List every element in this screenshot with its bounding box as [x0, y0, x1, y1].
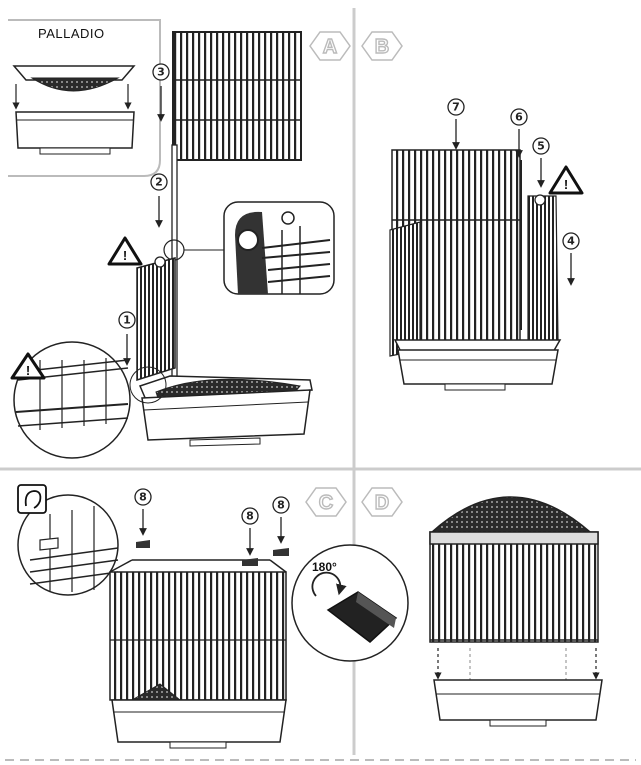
rotate-clip-detail: 180° [291, 544, 409, 662]
panel-a-label: A [323, 36, 337, 58]
panel-b: B 7 6 5 4 ! [361, 31, 584, 391]
warning-icon: ! [548, 165, 584, 195]
listen-click-detail [17, 484, 119, 596]
svg-text:!: ! [26, 363, 30, 378]
panel-c: C 8 8 [17, 484, 347, 749]
clip-detail-zoom [223, 201, 335, 295]
palladio-inset: PALLADIO [8, 19, 161, 177]
panel-d: D 180° [291, 487, 603, 727]
svg-text:!: ! [123, 248, 127, 263]
panel-d-label: D [375, 492, 389, 514]
step-1-label: 1 [123, 314, 131, 327]
panel-c-label: C [319, 492, 333, 514]
warning-icon: ! [107, 236, 143, 266]
step-4-label: 4 [567, 235, 575, 248]
step-2-label: 2 [155, 176, 163, 189]
panel-a: PALLADIO 3 2 [8, 19, 351, 459]
svg-text:!: ! [564, 177, 568, 192]
step-7-label: 7 [452, 101, 460, 114]
step-8-label: 8 [246, 510, 254, 523]
panel-b-label: B [375, 36, 389, 58]
side-grid-panel [136, 257, 176, 382]
rotation-label: 180° [312, 560, 337, 574]
brand-label: PALLADIO [38, 26, 105, 41]
step-6-label: 6 [515, 111, 523, 124]
step-8-label: 8 [139, 491, 147, 504]
step-5-label: 5 [537, 140, 545, 153]
corner-detail-zoom: ! [10, 341, 131, 459]
step-3-label: 3 [157, 66, 165, 79]
ear-icon [17, 484, 47, 514]
top-grid-panel [172, 31, 302, 161]
step-8-label: 8 [277, 499, 285, 512]
